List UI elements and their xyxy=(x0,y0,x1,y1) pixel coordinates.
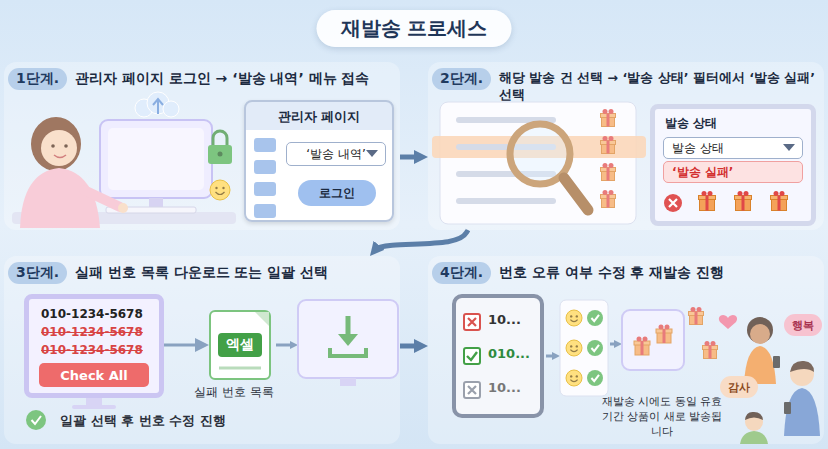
step-badge: 4단계. xyxy=(432,262,491,284)
illustration-shape xyxy=(738,191,743,196)
illustration-shape xyxy=(254,138,276,152)
illustration-shape xyxy=(744,191,749,196)
illustration-shape xyxy=(366,150,378,157)
step-panel: 1단계. ‘발송 내역’ 로그인 관리자 페이지 관리자 페이지 로그인 → ‘발송 내… xyxy=(4,62,400,230)
edit-tablet: 10... 010... 10... xyxy=(452,294,544,418)
illustration-shape xyxy=(366,150,378,158)
file-caption: 실패 번호 목록 xyxy=(194,384,274,401)
illustration-shape xyxy=(219,367,261,370)
illustration-shape xyxy=(708,191,713,196)
step-heading: 해당 발송 건 선택 → ‘발송 상태’ 필터에서 ‘발송 실패’ 선택 xyxy=(499,70,820,104)
illustration-shape xyxy=(254,182,276,196)
node-text: 010-1234-5678 xyxy=(41,307,143,321)
illustration-shape xyxy=(464,348,480,364)
node-text: 감사 xyxy=(728,380,750,395)
illustration-shape xyxy=(464,382,480,398)
node-text: 2단계. xyxy=(440,70,483,88)
speech-bubble: 행복 xyxy=(784,314,822,336)
flow-arrow xyxy=(400,155,422,160)
illustration-shape xyxy=(254,204,276,218)
illustration-shape xyxy=(783,144,795,152)
fail-option: ‘발송 실패’ xyxy=(663,161,803,183)
illustration-shape xyxy=(669,199,677,207)
flow-arrow xyxy=(400,344,422,349)
node-text: 010... xyxy=(488,346,530,361)
node-text: 엑셀 xyxy=(218,333,262,357)
status-monitor: 발송 상태 ‘발송 실패’ 발송 상태 xyxy=(650,104,816,226)
node-text: 010-1234-5678 xyxy=(41,343,143,357)
illustration-shape xyxy=(255,312,269,326)
node-text: 10... xyxy=(488,380,521,395)
step-badge: 3단계. xyxy=(8,262,67,284)
illustration-shape xyxy=(664,194,682,212)
node-text: 10... xyxy=(488,312,521,327)
illustration-shape xyxy=(254,160,276,174)
login-button: 로그인 xyxy=(298,180,376,206)
node-text: 발송 상태 xyxy=(665,115,717,132)
illustration-shape xyxy=(467,352,477,360)
node-text: 발송 상태 xyxy=(672,140,724,157)
step-heading: 번호 오류 여부 수정 후 재발송 진행 xyxy=(499,264,724,282)
illustration-shape xyxy=(774,191,779,196)
node-text: Check All xyxy=(60,368,127,383)
node-text: ‘발송 내역’ xyxy=(306,146,365,163)
node-text: 4단계. xyxy=(440,264,483,282)
illustration-shape xyxy=(468,318,476,326)
step-badge: 1단계. xyxy=(8,68,67,90)
illustration-shape xyxy=(780,191,785,196)
illustration-shape xyxy=(783,144,795,151)
illustration-shape xyxy=(468,386,476,394)
excel-file: 엑셀 xyxy=(209,310,271,380)
node-text: 1단계. xyxy=(16,70,59,88)
node-text: 관리자 페이지 xyxy=(246,108,392,126)
status-dropdown: 발송 상태 xyxy=(663,137,803,159)
illustration-shape xyxy=(702,191,707,196)
menu-dropdown: ‘발송 내역’ xyxy=(286,142,386,166)
node-text: 로그인 xyxy=(319,185,355,202)
illustration-shape xyxy=(778,196,781,211)
diagram-title: 재발송 프로세스 xyxy=(317,10,512,47)
note-text: 재발송 시에도 동일 유효기간 상품이 새로 발송됩니다 xyxy=(600,394,724,439)
illustration-shape xyxy=(742,196,745,211)
flow-arrow xyxy=(374,230,468,251)
check-all-button: Check All xyxy=(39,363,149,387)
step-caption: 일괄 선택 후 번호 수정 진행 xyxy=(60,412,226,430)
illustration-shape xyxy=(706,196,709,211)
step-badge: 2단계. xyxy=(432,68,491,90)
admin-window: ‘발송 내역’ 로그인 관리자 페이지 xyxy=(244,100,394,222)
speech-bubble: 감사 xyxy=(720,376,758,398)
step-heading: 관리자 페이지 로그인 → ‘발송 내역’ 메뉴 접속 xyxy=(75,70,370,88)
node-text: 행복 xyxy=(792,318,814,333)
node-text: 3단계. xyxy=(16,264,59,282)
step-panel: 2단계. 발송 상태 ‘발송 실패’ 발송 상태 해당 발송 건 선택 → ‘발송 상태… xyxy=(428,62,824,230)
step-heading: 실패 번호 목록 다운로드 또는 일괄 선택 xyxy=(75,264,328,282)
node-text: 010-1234-5678 xyxy=(41,325,143,339)
illustration-shape xyxy=(464,314,480,330)
node-text: ‘발송 실패’ xyxy=(672,164,733,181)
number-monitor: Check All 010-1234-5678 010-1234-5678 010-1… xyxy=(24,294,164,398)
